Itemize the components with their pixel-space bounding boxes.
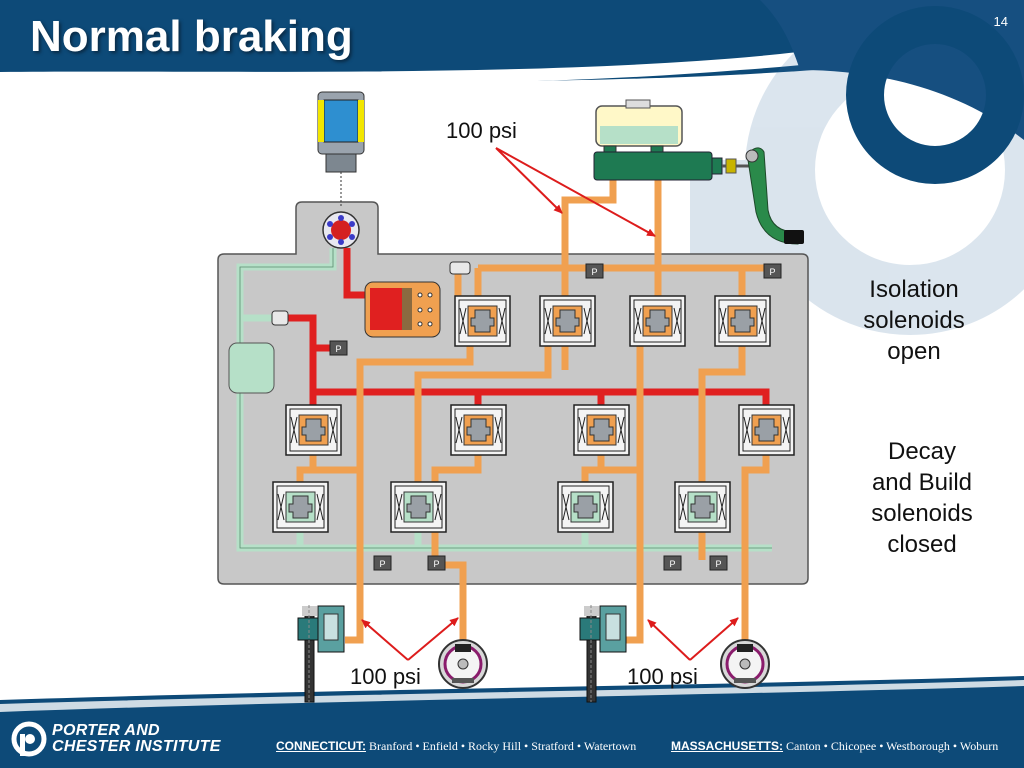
pump-motor-icon — [317, 91, 365, 206]
pressure-sensor-label: P — [335, 344, 341, 354]
massachusetts-towns: Canton • Chicopee • Westborough • Woburn — [783, 739, 999, 753]
pressure-sensor-label: P — [433, 559, 439, 569]
isolation-solenoid — [454, 295, 511, 347]
pressure-sensor-label: P — [669, 559, 675, 569]
massachusetts-locations: MASSACHUSETTS: Canton • Chicopee • Westb… — [671, 739, 998, 754]
connecticut-locations: CONNECTICUT: Branford • Enfield • Rocky … — [276, 739, 636, 754]
header-ring — [846, 6, 1024, 184]
massachusetts-label: MASSACHUSETTS: — [671, 739, 784, 753]
left-wheel-pressure-label: 100 psi — [350, 664, 421, 689]
institute-logo-icon — [11, 721, 47, 757]
connecticut-towns: Branford • Enfield • Rocky Hill • Stratf… — [366, 739, 637, 753]
connecticut-label: CONNECTICUT: — [276, 739, 366, 753]
slide-number: 14 — [993, 14, 1008, 29]
right-wheel-pressure-label: 100 psi — [627, 664, 698, 689]
pressure-sensor-label: P — [591, 267, 597, 277]
pressure-sensor-label: P — [769, 267, 775, 277]
check-valve-icon — [271, 261, 471, 326]
pressure-sensor-icon — [329, 263, 782, 571]
isolation-solenoid — [539, 295, 596, 347]
disc-brake-icon — [579, 605, 627, 703]
decay-solenoid — [390, 481, 447, 533]
decay-solenoid — [557, 481, 614, 533]
arrow — [407, 617, 459, 661]
pressure-sensor-label: P — [379, 559, 385, 569]
pressure-sensor-label: P — [715, 559, 721, 569]
low-pressure-accumulator — [228, 342, 275, 394]
decay-build-solenoids-note: Decay and Build solenoids closed — [871, 438, 973, 558]
arrow — [689, 617, 739, 661]
footer-swoosh — [0, 680, 1024, 712]
isolation-solenoids-note: Isolation solenoids open — [863, 276, 965, 365]
arrow — [647, 619, 691, 661]
build-solenoid — [573, 404, 630, 456]
logo-line-1: PORTER AND — [52, 722, 160, 739]
arrow — [495, 147, 656, 237]
arrow — [495, 147, 563, 214]
header-swoosh — [0, 14, 1024, 86]
drum-brake-icon — [438, 639, 488, 689]
decay-solenoid — [272, 481, 329, 533]
pump-eccentric-icon — [322, 211, 360, 249]
high-pressure-accumulator — [364, 281, 441, 338]
slide-title: Normal braking — [30, 12, 353, 61]
drum-brake-icon — [720, 639, 770, 689]
build-solenoid — [450, 404, 507, 456]
master-pressure-label: 100 psi — [446, 118, 517, 143]
brake-pedal-icon — [745, 147, 804, 245]
arrow — [361, 619, 409, 661]
master-cylinder-icon — [593, 99, 756, 181]
build-solenoid — [285, 404, 342, 456]
pressure-arrows — [361, 147, 739, 661]
decay-solenoid — [674, 481, 731, 533]
build-solenoid — [738, 404, 795, 456]
isolation-solenoid — [629, 295, 686, 347]
disc-brake-icon — [297, 605, 345, 703]
solenoid-valves — [272, 295, 795, 533]
logo-line-2: CHESTER INSTITUTE — [52, 738, 221, 755]
isolation-solenoid — [714, 295, 771, 347]
